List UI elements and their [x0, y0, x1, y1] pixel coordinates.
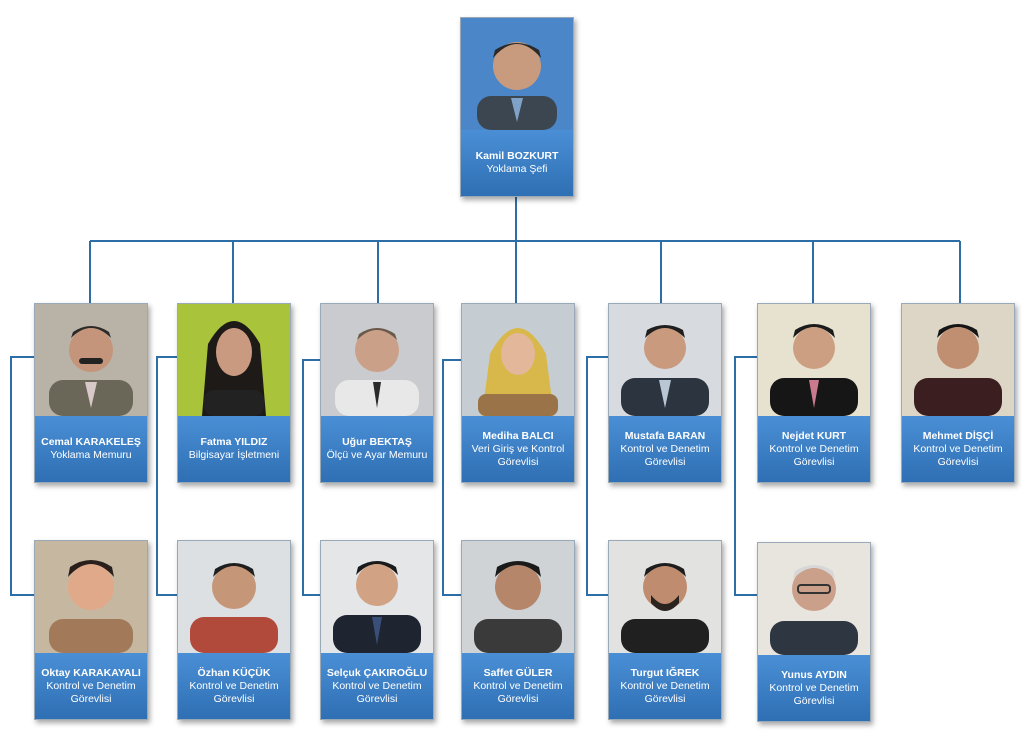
- connector-col1: [10, 356, 34, 596]
- member-title: Bilgisayar İşletmeni: [188, 449, 280, 461]
- connector-col4: [442, 359, 461, 596]
- member-name: Fatma YILDIZ: [200, 436, 268, 448]
- photo-col3-top: [321, 304, 433, 416]
- connector-col2: [156, 356, 177, 596]
- member-name: Mediha BALCI: [482, 429, 554, 442]
- photo-col1-top: [35, 304, 147, 416]
- photo-col6-bottom: [758, 543, 870, 655]
- photo-col4-top: [462, 304, 574, 416]
- member-title: Kontrol ve Denetim Görevlisi: [332, 679, 422, 705]
- member-title: Kontrol ve Denetim Görevlisi: [473, 679, 563, 705]
- connector-col6: [734, 356, 757, 596]
- member-title: Ölçü ve Ayar Memuru: [326, 449, 428, 461]
- photo-col5-top: [609, 304, 721, 416]
- member-name: Turgut IĞREK: [630, 666, 700, 679]
- photo-col7-top: [902, 304, 1014, 416]
- member-title: Kontrol ve Denetim Görevlisi: [620, 442, 710, 468]
- member-name: Cemal KARAKELEŞ: [41, 436, 141, 448]
- member-title: Kontrol ve Denetim Görevlisi: [769, 442, 859, 468]
- member-name: Özhan KÜÇÜK: [197, 666, 271, 679]
- member-title: Kontrol ve Denetim Görevlisi: [769, 681, 859, 707]
- connector-col3: [302, 359, 320, 596]
- member-title: Kontrol ve Denetim Görevlisi: [189, 679, 279, 705]
- connector-col5: [586, 356, 608, 596]
- member-name: Yunus AYDIN: [781, 668, 847, 681]
- member-title: Kontrol ve Denetim Görevlisi: [913, 442, 1003, 468]
- photo-col2-top: [178, 304, 290, 416]
- member-name: Saffet GÜLER: [483, 666, 553, 679]
- member-title: Yoklama Memuru: [50, 449, 132, 461]
- member-name: Selçuk ÇAKIROĞLU: [326, 666, 428, 679]
- member-title: Kontrol ve Denetim Görevlisi: [620, 679, 710, 705]
- member-name: Mustafa BARAN: [624, 429, 706, 442]
- chief-name: Kamil BOZKURT: [475, 150, 559, 162]
- photo-col4-bottom: [462, 541, 574, 653]
- photo-col5-bottom: [609, 541, 721, 653]
- chief-title: Yoklama Şefi: [486, 163, 548, 175]
- member-name: Oktay KARAKAYALI: [41, 666, 141, 679]
- member-name: Nejdet KURT: [781, 429, 847, 442]
- photo-chief: [461, 18, 573, 130]
- photo-col3-bottom: [321, 541, 433, 653]
- member-title: Veri Giriş ve Kontrol Görevlisi: [471, 442, 565, 468]
- member-name: Uğur BEKTAŞ: [342, 436, 412, 448]
- photo-col1-bottom: [35, 541, 147, 653]
- photo-col6-top: [758, 304, 870, 416]
- photo-col2-bottom: [178, 541, 290, 653]
- member-name: Mehmet DİŞÇİ: [922, 429, 994, 442]
- member-title: Kontrol ve Denetim Görevlisi: [46, 679, 136, 705]
